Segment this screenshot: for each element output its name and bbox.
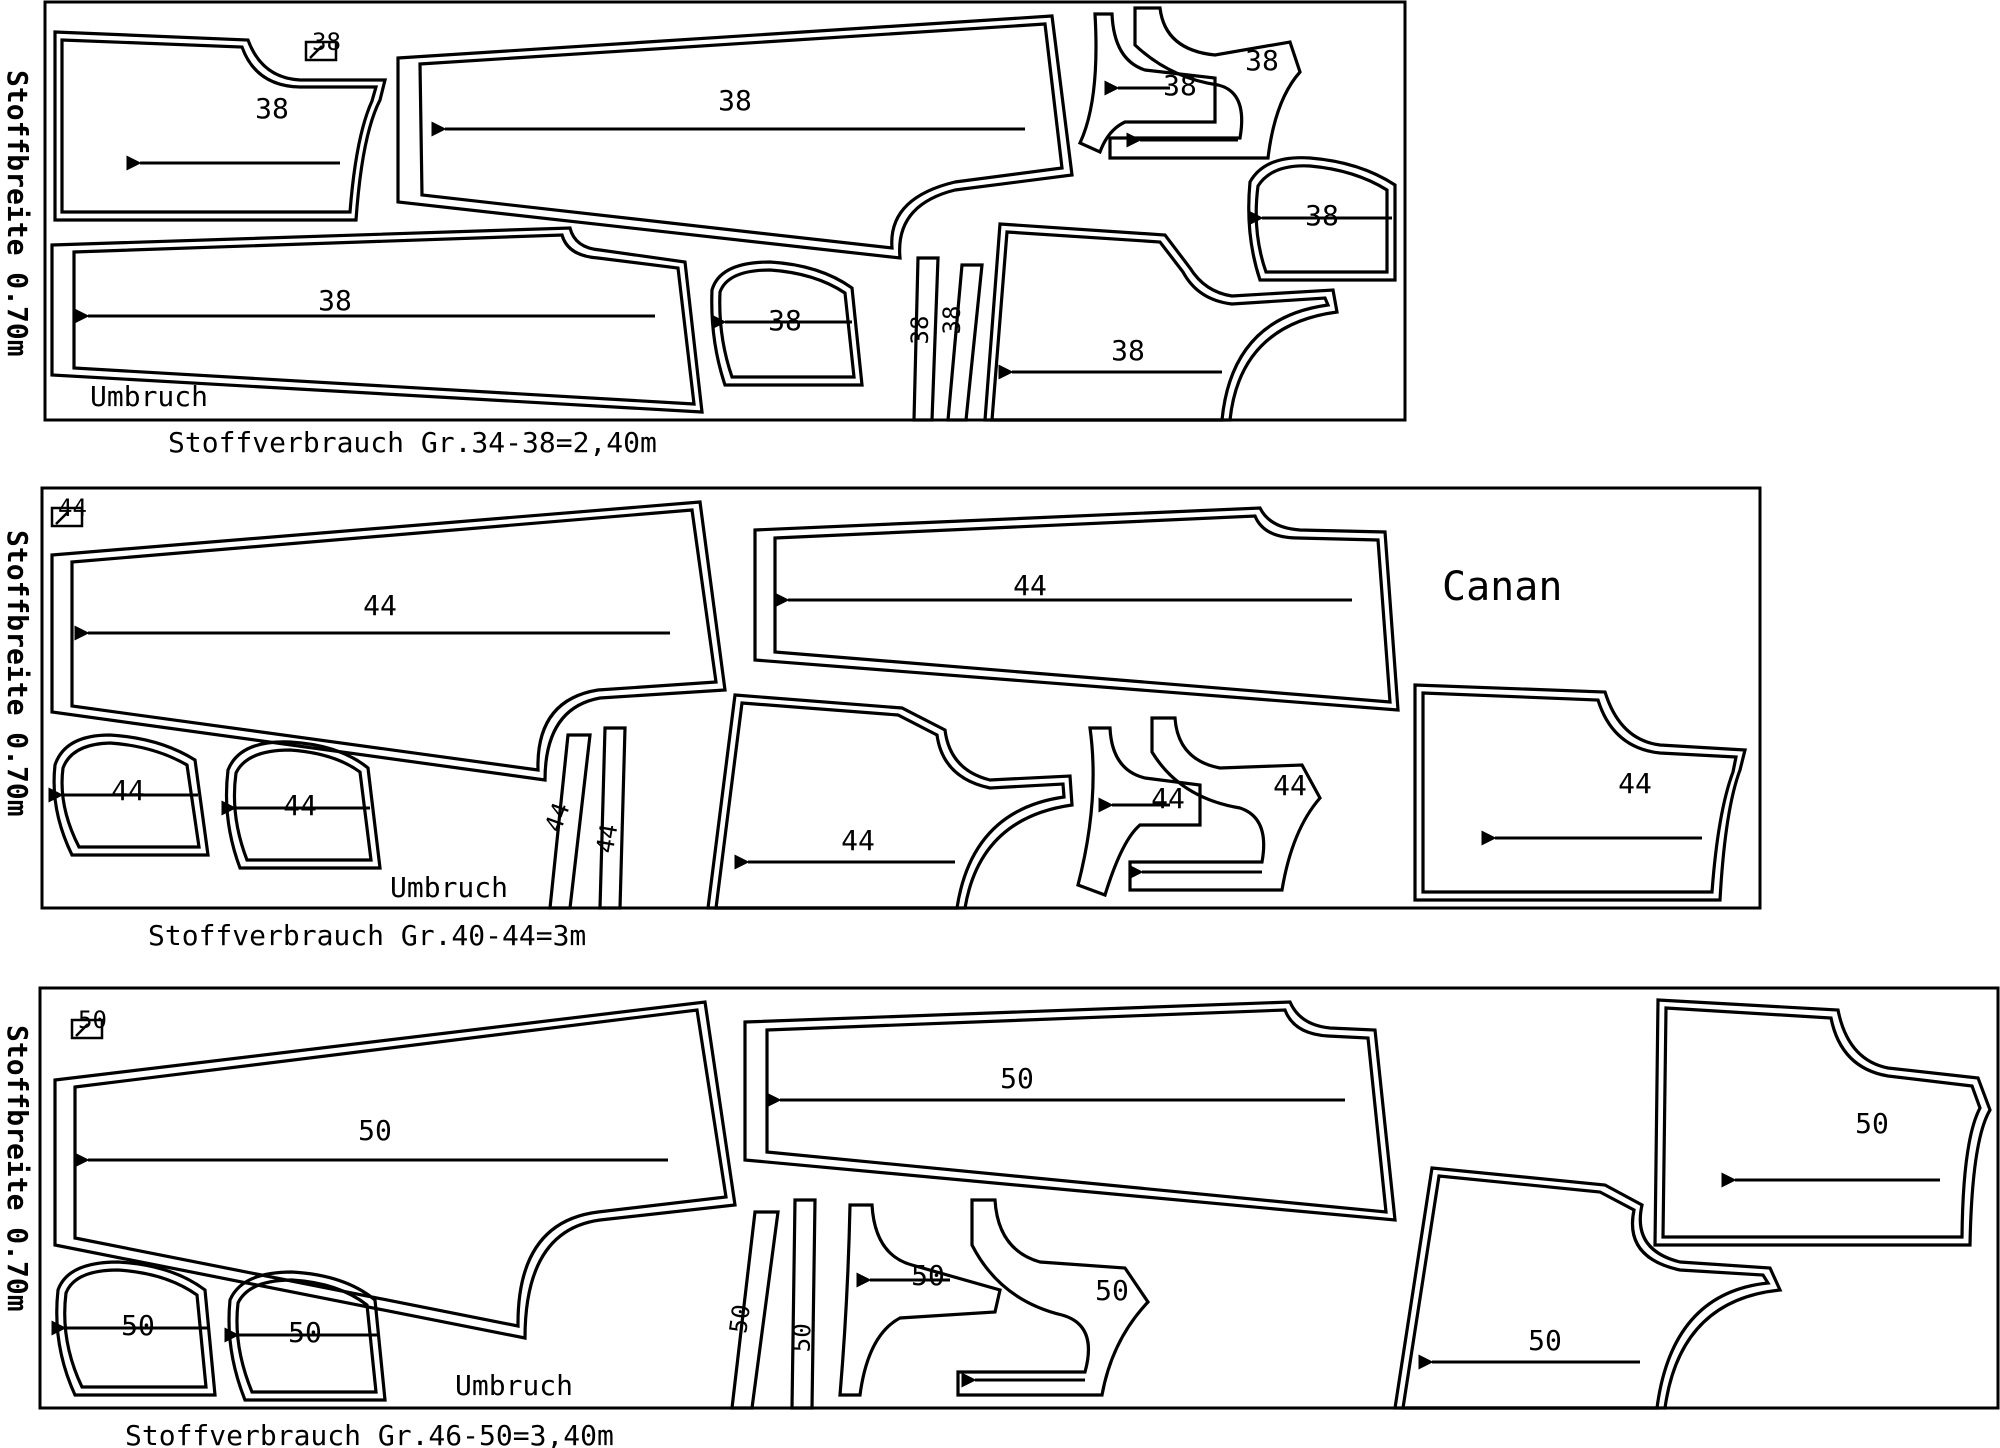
svg-text:50: 50	[724, 1303, 756, 1336]
svg-text:38: 38	[718, 84, 752, 117]
svg-text:50: 50	[1855, 1107, 1889, 1140]
pattern-piece-long-left: 50	[53, 1000, 737, 1340]
layout-size-50: Stoffbreite 0.70m 50 50 50 50	[1, 986, 2000, 1448]
fold-label: Umbruch	[390, 871, 508, 904]
pattern-piece-facing: 44 44	[1076, 716, 1322, 898]
svg-text:50: 50	[911, 1259, 945, 1292]
consumption-label: Stoffverbrauch Gr.34-38=2,40m	[168, 426, 657, 459]
svg-text:44: 44	[1273, 769, 1307, 802]
size-mark-symbol: 50	[70, 1006, 107, 1040]
consumption-label: Stoffverbrauch Gr.40-44=3m	[148, 919, 586, 952]
svg-text:50: 50	[288, 1316, 322, 1349]
brand-label: Canan	[1442, 564, 1562, 610]
fold-label: Umbruch	[90, 380, 208, 413]
svg-text:44: 44	[1618, 767, 1652, 800]
pattern-piece-long-bottom: 38	[50, 226, 704, 414]
pattern-piece-pocket-a: 50	[51, 1260, 217, 1397]
svg-text:44: 44	[591, 822, 624, 855]
pattern-piece-pocket: 38	[1247, 156, 1397, 282]
size-mark-symbol: 38	[304, 28, 341, 62]
pattern-piece-long-right: 50	[743, 1000, 1397, 1222]
pattern-piece-facing: 50 50	[838, 1198, 1151, 1397]
svg-text:50: 50	[1095, 1274, 1129, 1307]
layout-size-44: Stoffbreite 0.70m 44 Canan 44 44 44	[1, 486, 1762, 952]
pattern-piece-front: 50	[1653, 998, 1992, 1247]
pattern-piece-long-left: 44	[50, 500, 727, 782]
pattern-piece-back: 50	[1393, 1166, 1783, 1410]
svg-text:50: 50	[788, 1323, 817, 1353]
pattern-piece-small-pocket: 38	[710, 260, 864, 387]
size-mark-symbol: 44	[50, 494, 87, 528]
pattern-piece-back: 38	[983, 222, 1339, 422]
pattern-piece-strips: 38 38	[906, 256, 984, 422]
svg-text:38: 38	[1245, 44, 1279, 77]
pattern-piece-pocket-a: 44	[48, 733, 210, 857]
pattern-piece-pocket-b: 44	[221, 740, 382, 870]
svg-text:44: 44	[58, 494, 87, 522]
pattern-piece-front: 44	[1413, 683, 1748, 902]
svg-text:38: 38	[1111, 334, 1145, 367]
svg-text:38: 38	[318, 284, 352, 317]
svg-text:50: 50	[78, 1006, 107, 1034]
svg-text:44: 44	[539, 799, 575, 836]
pattern-piece-back: 44	[706, 693, 1074, 910]
svg-text:38: 38	[255, 92, 289, 125]
fabric-width-label: Stoffbreite 0.70m	[1, 70, 34, 357]
size-mark-text: 38	[312, 28, 341, 56]
svg-text:50: 50	[1528, 1324, 1562, 1357]
svg-text:44: 44	[841, 824, 875, 857]
svg-text:44: 44	[283, 789, 317, 822]
consumption-label: Stoffverbrauch Gr.46-50=3,40m	[125, 1419, 614, 1448]
svg-text:38: 38	[906, 316, 934, 345]
fabric-frame	[40, 486, 1762, 910]
fabric-width-label: Stoffbreite 0.70m	[1, 1025, 34, 1312]
svg-text:44: 44	[1151, 782, 1185, 815]
pattern-piece-strips: 50 50	[724, 1198, 817, 1410]
layout-size-38: Stoffbreite 0.70m 38 38 38 38 38	[1, 0, 1407, 459]
pattern-piece-facing: 38 38	[1077, 6, 1302, 160]
svg-text:50: 50	[121, 1309, 155, 1342]
svg-text:44: 44	[363, 589, 397, 622]
svg-text:50: 50	[1000, 1062, 1034, 1095]
svg-text:38: 38	[938, 306, 966, 335]
pattern-piece-long-right: 44	[753, 506, 1400, 712]
fabric-width-label: Stoffbreite 0.70m	[1, 530, 34, 817]
svg-text:38: 38	[1305, 199, 1339, 232]
fabric-frame	[38, 986, 2000, 1410]
svg-text:44: 44	[1013, 569, 1047, 602]
pattern-piece-long-top: 38	[396, 14, 1074, 260]
svg-text:38: 38	[1163, 69, 1197, 102]
svg-text:50: 50	[358, 1114, 392, 1147]
fabric-frame	[43, 0, 1407, 422]
pattern-piece-pocket-b: 50	[224, 1270, 387, 1402]
pattern-piece-strips: 44 44	[539, 726, 627, 910]
svg-text:44: 44	[111, 774, 145, 807]
fold-label: Umbruch	[455, 1369, 573, 1402]
pattern-piece-front: 38	[53, 30, 388, 222]
